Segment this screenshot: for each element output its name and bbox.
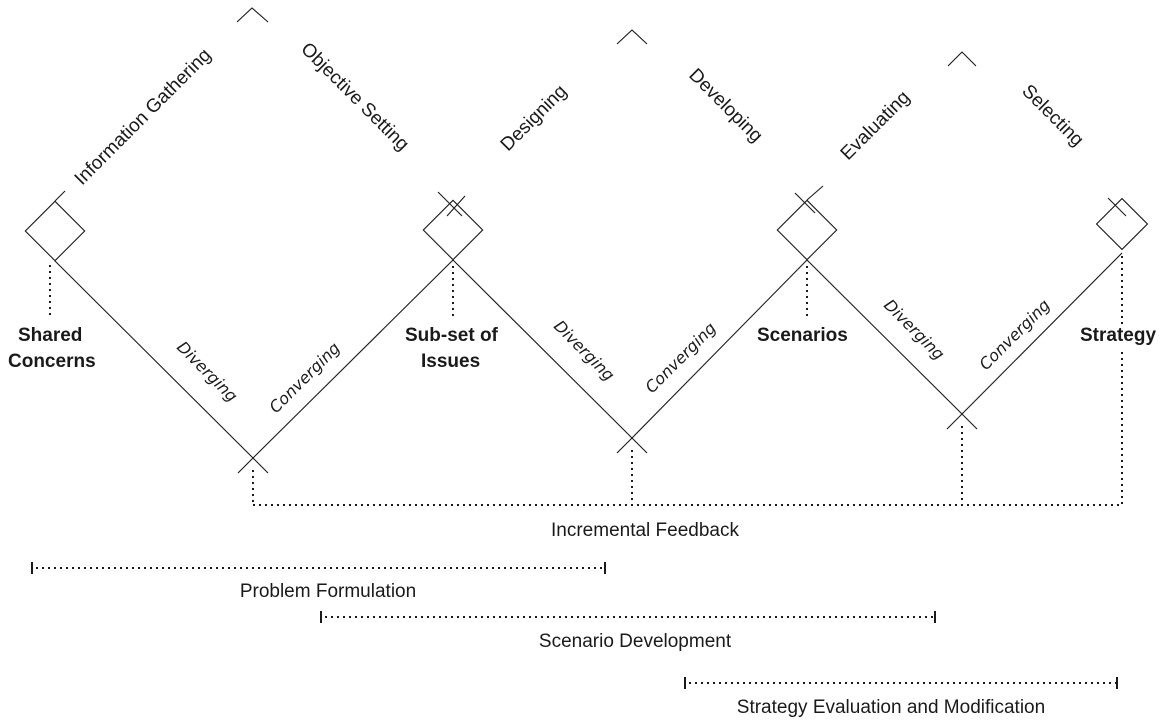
arm-labels: Diverging Converging Diverging Convergin… — [173, 295, 1054, 416]
phase-carets — [236, 7, 977, 67]
phase-label-objective-setting: Objective Setting — [296, 39, 412, 155]
phase-label-developing: Developing — [684, 65, 766, 147]
phase-caret-2 — [616, 29, 648, 45]
result-shared-concerns-line1: Shared — [18, 325, 82, 346]
result-subset-line1: Sub-set of — [405, 325, 499, 346]
phase-labels: Information Gathering Objective Setting … — [71, 39, 1088, 190]
vertex-markers — [237, 413, 978, 474]
feedback-label: Incremental Feedback — [551, 520, 739, 541]
peak-diamond-3 — [776, 199, 838, 261]
peak-tick-4 — [1107, 197, 1127, 217]
peak-diamonds — [24, 185, 1149, 262]
phase-label-evaluating: Evaluating — [837, 87, 915, 165]
arm-label-converging-1: Converging — [265, 338, 343, 416]
feedback-loop: Incremental Feedback — [252, 256, 1123, 541]
arm-label-converging-3: Converging — [975, 295, 1053, 373]
phase-label-information-gathering: Information Gathering — [71, 45, 216, 190]
v-line-3 — [806, 252, 1123, 415]
stage-strategy-evaluation: Strategy Evaluation and Modification — [737, 697, 1045, 718]
vertex-marker-3 — [946, 413, 978, 430]
arm-label-diverging-2: Diverging — [550, 316, 618, 384]
peak-tick-3b — [806, 185, 824, 201]
phase-label-selecting: Selecting — [1017, 81, 1087, 151]
peak-tick-2b — [446, 195, 466, 217]
phase-caret-1 — [236, 7, 269, 23]
peak-drop-lines — [49, 265, 808, 316]
v-line-1 — [54, 259, 454, 459]
arm-label-diverging-1: Diverging — [173, 337, 241, 405]
peak-diamond-2 — [422, 199, 484, 261]
phase-caret-3 — [947, 51, 977, 67]
peak-tick-3 — [794, 192, 816, 214]
stage-scenario-development: Scenario Development — [539, 631, 732, 652]
arm-label-diverging-3: Diverging — [880, 295, 948, 363]
result-shared-concerns-line2: Concerns — [8, 351, 96, 372]
phase-label-designing: Designing — [497, 81, 572, 156]
result-labels: Shared Concerns Sub-set of Issues Scenar… — [8, 325, 1156, 372]
result-strategy: Strategy — [1080, 325, 1156, 346]
stage-spans: Problem Formulation Scenario Development… — [31, 562, 1118, 718]
stage-problem-formulation: Problem Formulation — [240, 581, 416, 602]
peak-diamond-1 — [24, 200, 86, 262]
vertex-marker-1 — [237, 457, 269, 474]
peak-tick-2 — [437, 191, 463, 217]
v-line-2 — [452, 259, 808, 439]
peak-diamond-4 — [1095, 197, 1149, 251]
arm-label-converging-2: Converging — [641, 318, 719, 396]
result-scenarios: Scenarios — [757, 325, 848, 346]
peak-tick-1 — [54, 190, 66, 202]
result-subset-line2: Issues — [421, 351, 480, 372]
vertex-marker-2 — [616, 437, 648, 454]
